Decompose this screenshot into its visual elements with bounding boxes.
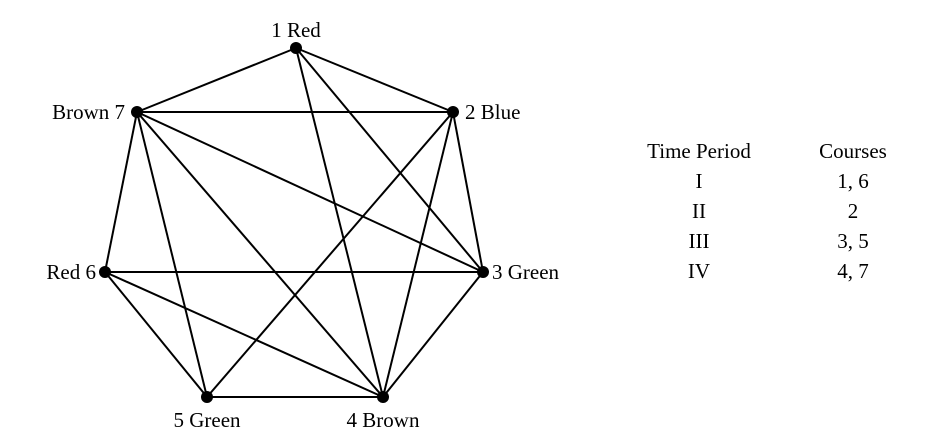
schedule-row: I 1, 6: [620, 166, 928, 196]
graph-vertices: [99, 42, 489, 403]
time-period-schedule-table: Time Period Courses I 1, 6 II 2 III 3, 5…: [620, 136, 928, 286]
vertex-label-6: Red 6: [46, 260, 96, 284]
edge-1-7: [136, 47, 297, 113]
edge-2-3: [452, 111, 484, 273]
vertex-6: [99, 266, 111, 278]
schedule-period-cell: IV: [687, 259, 711, 283]
edge-1-2: [295, 47, 454, 113]
edge-3-7: [136, 111, 484, 273]
vertex-label-1: 1 Red: [271, 18, 321, 42]
vertex-2: [447, 106, 459, 118]
schedule-courses-cell: 4, 7: [837, 259, 869, 283]
vertex-3: [477, 266, 489, 278]
graph-edges: [104, 47, 484, 398]
edge-3-4: [382, 271, 484, 398]
schedule-period-cell: II: [692, 199, 706, 223]
schedule-row: IV 4, 7: [620, 256, 928, 286]
vertex-4: [377, 391, 389, 403]
vertex-label-5: 5 Green: [173, 408, 241, 432]
edge-1-3: [295, 47, 484, 273]
time-period-header: Time Period: [647, 139, 751, 163]
edge-2-4: [382, 111, 454, 398]
vertex-5: [201, 391, 213, 403]
edge-1-4: [295, 47, 384, 398]
vertex-label-3: 3 Green: [492, 260, 560, 284]
schedule-courses-cell: 2: [847, 199, 859, 223]
vertex-label-4: 4 Brown: [347, 408, 420, 432]
schedule-courses-cell: 3, 5: [837, 229, 869, 253]
vertex-7: [131, 106, 143, 118]
courses-header: Courses: [819, 139, 887, 163]
edge-2-5: [206, 111, 454, 398]
edge-5-6: [104, 271, 208, 398]
schedule-row: II 2: [620, 196, 928, 226]
edge-4-6: [104, 271, 384, 398]
schedule-period-cell: I: [695, 169, 703, 193]
edge-4-7: [136, 111, 384, 398]
schedule-period-cell: III: [688, 229, 710, 253]
graph-vertex-labels: 1 Red 2 Blue 3 Green 4 Brown 5 Green Red 6 Bro…: [46, 18, 559, 432]
edge-6-7: [104, 111, 138, 273]
vertex-label-2: 2 Blue: [465, 100, 520, 124]
course-conflict-graph: 1 Red 2 Blue 3 Green 4 Brown 5 Green Red 6 Bro…: [46, 18, 559, 432]
vertex-label-7: Brown 7: [52, 100, 125, 124]
vertex-1: [290, 42, 302, 54]
schedule-row: III 3, 5: [620, 226, 928, 256]
schedule-courses-cell: 1, 6: [837, 169, 869, 193]
schedule-header-row: Time Period Courses: [620, 136, 928, 166]
edge-5-7: [136, 111, 208, 398]
